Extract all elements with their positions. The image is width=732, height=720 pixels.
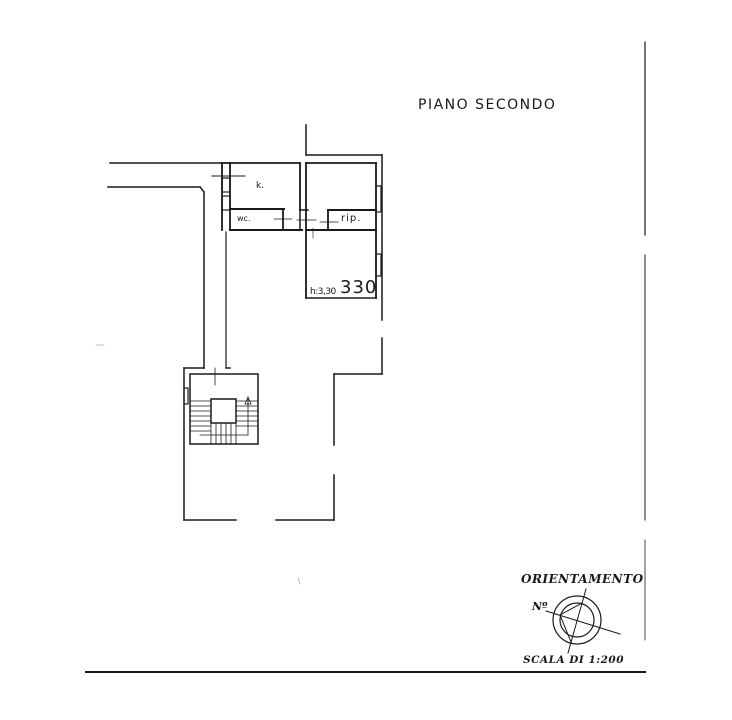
room-label-storage: rip. [341, 213, 362, 224]
orientation-title: ORIENTAMENTO [521, 572, 644, 586]
floor-title: PIANO SECONDO [418, 97, 557, 113]
scale-label: SCALA DI 1:200 [523, 654, 625, 666]
ceiling-height-value: 330 [340, 277, 378, 298]
north-symbol: Nº [532, 600, 548, 613]
room-label-wc: wc. [237, 214, 251, 223]
ceiling-height-label: h:3,30 [310, 287, 336, 297]
compass-icon [545, 588, 621, 654]
room-label-kitchen: k. [256, 181, 265, 191]
